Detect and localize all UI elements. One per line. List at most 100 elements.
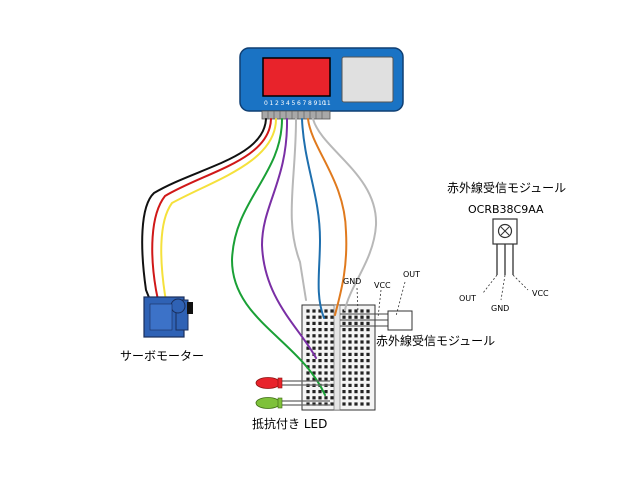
pin-label: 11 [323,100,331,107]
breadboard-hole [306,309,310,313]
breadboard-hole [348,334,352,338]
leds [255,377,330,409]
breadboard-hole [330,315,334,319]
breadboard-hole [342,377,346,381]
breadboard-hole [306,340,310,344]
breadboard-hole [360,359,364,363]
breadboard-hole [354,334,358,338]
breadboard-hole [318,309,322,313]
breadboard-hole [306,396,310,400]
breadboard-hole [324,390,328,394]
breadboard-hole [348,315,352,319]
pin-label: 5 [292,100,296,107]
breadboard-hole [366,396,370,400]
breadboard-hole [330,340,334,344]
wire-red [151,118,272,301]
breadboard-hole [342,321,346,325]
breadboard-hole [360,377,364,381]
ir-detail-pin-gnd: GND [491,304,509,313]
breadboard-hole [366,390,370,394]
ir-detail-pin-vcc: VCC [532,289,549,298]
red-led [255,377,330,389]
breadboard-hole [348,340,352,344]
breadboard-hole [360,328,364,332]
board-touch-pad [341,56,394,103]
breadboard-hole [348,328,352,332]
breadboard-hole [354,315,358,319]
breadboard-hole [324,309,328,313]
board-pin-labels: 0 1 2 3 4 5 6 7 8 9 10 11 [264,100,331,107]
pin-label: 7 [303,100,307,107]
breadboard-hole [324,359,328,363]
pin-label: 6 [297,100,301,107]
breadboard-hole [330,371,334,375]
pin-label: 1 [270,100,274,107]
ir-detail-title: 赤外線受信モジュール [447,180,566,195]
breadboard-hole [354,359,358,363]
breadboard-hole [366,377,370,381]
breadboard-hole [354,390,358,394]
breadboard-hole [342,365,346,369]
breadboard-hole [330,359,334,363]
pin-label: 10 [318,100,326,107]
breadboard-hole [330,328,334,332]
breadboard-hole [306,328,310,332]
breadboard-hole [312,359,316,363]
breadboard-hole [312,371,316,375]
breadboard-divider [333,304,341,411]
breadboard-hole [306,334,310,338]
breadboard-hole [342,383,346,387]
ir-detail-component [482,218,529,301]
breadboard-hole [366,402,370,406]
breadboard-hole [318,377,322,381]
breadboard-hole [342,402,346,406]
breadboard-hole [360,383,364,387]
breadboard-hole [324,377,328,381]
breadboard-hole [318,390,322,394]
breadboard-hole [312,340,316,344]
wire-gray-left [290,118,307,301]
breadboard-hole [348,390,352,394]
breadboard-hole [324,328,328,332]
breadboard-hole [348,346,352,350]
breadboard-hole [348,352,352,356]
breadboard-hole [366,315,370,319]
breadboard-hole [342,390,346,394]
breadboard-hole [324,396,328,400]
breadboard-hole [366,340,370,344]
pin-label: 0 [264,100,268,107]
pin-label: 3 [281,100,285,107]
breadboard-hole [360,315,364,319]
breadboard-hole [318,340,322,344]
breadboard-hole [354,365,358,369]
breadboard-hole [366,383,370,387]
breadboard-hole [330,346,334,350]
breadboard-holes [306,309,370,406]
led-label: 抵抗付き LED [252,416,327,431]
pin-label: 2 [275,100,279,107]
edge-connector [261,110,331,120]
ir-pin-gnd-label: GND [343,277,361,286]
breadboard-hole [312,321,316,325]
breadboard-hole [366,365,370,369]
breadboard-hole [354,321,358,325]
breadboard-hole [354,402,358,406]
breadboard-hole [318,315,322,319]
breadboard-hole [360,402,364,406]
wire-purple [260,118,317,359]
breadboard-hole [324,321,328,325]
breadboard-hole [366,359,370,363]
breadboard-hole [318,352,322,356]
breadboard-hole [342,328,346,332]
breadboard-hole [324,352,328,356]
breadboard-hole [330,402,334,406]
breadboard-hole [342,340,346,344]
board-led-matrix [262,57,331,97]
breadboard-hole [318,334,322,338]
pin-label: 9 [314,100,318,107]
breadboard-hole [354,328,358,332]
microcontroller-board: 0 1 2 3 4 5 6 7 8 9 10 11 [239,47,404,112]
breadboard-hole [342,396,346,400]
breadboard-hole [324,371,328,375]
